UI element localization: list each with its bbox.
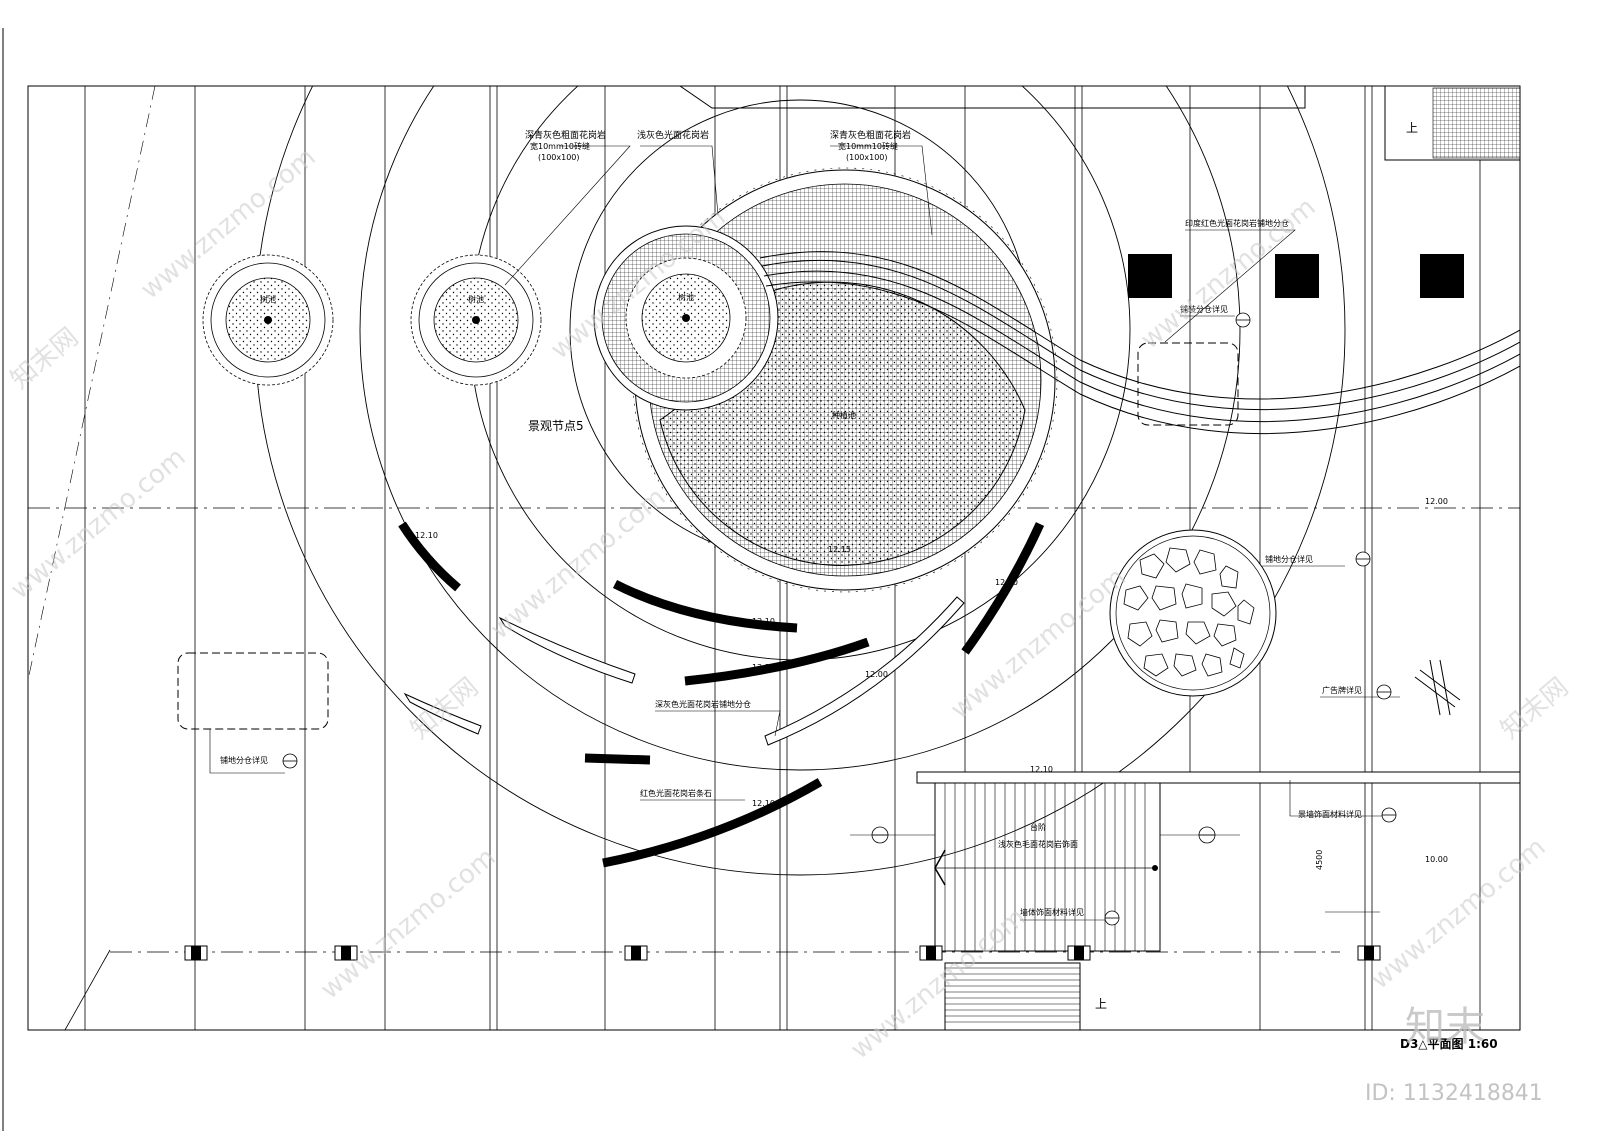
node-label: 景观节点5 <box>528 419 584 433</box>
dimension: 4500 <box>1315 850 1324 870</box>
tree-label-1: 树池 <box>260 294 276 304</box>
callout-dark-granite-2: 深青灰色粗面花岗岩 <box>830 129 911 141</box>
elevation-1: 12.15 <box>828 545 851 554</box>
svg-text:www.znzmo.com: www.znzmo.com <box>315 842 501 1005</box>
plan-frame <box>27 85 1521 1031</box>
granite-strips <box>398 521 1045 868</box>
callout-joint-2: 宽10mm10砖缝 <box>838 141 898 151</box>
curved-bench <box>759 251 1520 435</box>
svg-text:www.znzmo.com: www.znzmo.com <box>5 442 191 605</box>
svg-text:www.znzmo.com: www.znzmo.com <box>1365 832 1551 995</box>
tree-pit-1 <box>202 254 334 386</box>
callout-wall-finish: 墙体饰面材料详见 <box>1020 907 1084 917</box>
detail-box-2 <box>177 652 329 730</box>
watermark-id: ID: 1132418841 <box>1365 1081 1543 1106</box>
callout-joint: 宽10mm10砖缝 <box>530 141 590 151</box>
elevation-8: 12.10 <box>415 531 438 540</box>
callout-size: (100x100) <box>538 153 580 162</box>
svg-text:www.znzmo.com: www.znzmo.com <box>845 902 1031 1065</box>
elevation-2: 12.10 <box>752 617 775 626</box>
callout-dark-granite: 深青灰色粗面花岗岩 <box>525 129 606 141</box>
watermark-logo: 知末 <box>1405 1004 1485 1050</box>
callout-paving-detail: 铺装分仓详见 <box>1180 304 1228 314</box>
callout-size-2: (100x100) <box>846 153 888 162</box>
svg-text:知末网: 知末网 <box>5 322 84 395</box>
tree-label-3: 树池 <box>678 292 694 302</box>
tree-pit-2 <box>410 254 542 386</box>
elevation-6: 12.00 <box>995 578 1018 587</box>
stair-platform <box>916 771 1520 1030</box>
detail-box-1 <box>1137 342 1239 426</box>
columns <box>184 945 1381 961</box>
leader-lines <box>209 145 1400 921</box>
callout-paving-detail-3: 铺地分仓详见 <box>220 755 268 765</box>
pond-label: 种植池 <box>832 410 856 420</box>
callout-red-strip: 红色光面花岗岩条石 <box>640 788 712 798</box>
callout-platform-finish: 浅灰色毛面花岗岩饰面 <box>998 839 1078 849</box>
tree-label-2: 树池 <box>468 294 484 304</box>
drawing-title: D3△平面图 1:60 <box>1400 1037 1498 1051</box>
callout-light-granite: 浅灰色光面花岗岩 <box>637 129 709 141</box>
callout-red-paving: 印度红色光面花岗岩铺地分仓 <box>1185 218 1289 228</box>
elevation-11: 12.00 <box>1425 497 1448 506</box>
stone-circle <box>1109 529 1277 697</box>
elevation-3: 12.10 <box>752 663 775 672</box>
callout-platform: 台阶 <box>1030 822 1046 832</box>
light-strips <box>403 596 965 746</box>
tree-pit-3 <box>593 225 779 411</box>
ad-board-symbol <box>1414 659 1461 716</box>
up-label-1: 上 <box>1406 121 1418 135</box>
callout-dark-paving: 深灰色光面花岗岩铺地分仓 <box>655 699 751 709</box>
callout-wall-material: 景墙饰面材料详见 <box>1298 809 1362 819</box>
up-label-2: 上 <box>1095 997 1107 1011</box>
elevation-4: 12.10 <box>752 799 775 808</box>
elevation-10: 10.00 <box>1425 855 1448 864</box>
elevation-5: 12.00 <box>865 670 888 679</box>
callout-ad-board: 广告牌详见 <box>1322 685 1362 695</box>
callout-paving-detail-2: 铺地分仓详见 <box>1265 554 1313 564</box>
svg-text:知末网: 知末网 <box>405 672 484 745</box>
svg-text:知末网: 知末网 <box>1495 672 1574 745</box>
elevation-7: 12.10 <box>1030 765 1053 774</box>
